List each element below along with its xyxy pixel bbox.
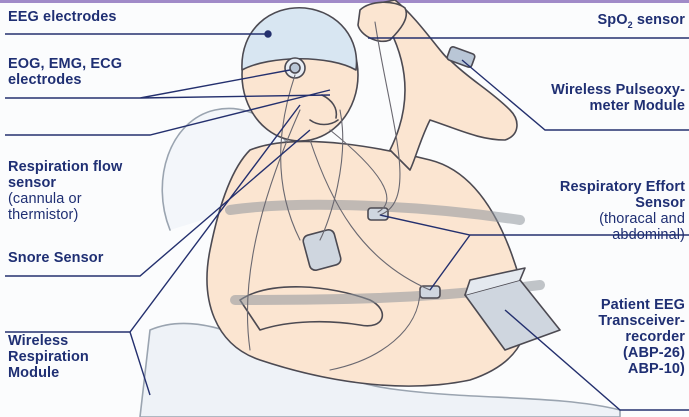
effort-clip <box>368 208 388 220</box>
label-respiration-flow-sub: (cannula or thermistor) <box>8 191 122 223</box>
label-patient-eeg-transceiver: Patient EEG Transceiver- recorder (ABP-2… <box>598 297 685 377</box>
label-respiratory-effort-sub: (thoracal and abdominal) <box>560 211 685 243</box>
label-respiratory-effort-title: Respiratory Effort Sensor <box>560 179 685 211</box>
label-spo2-sensor: SpO2 sensor <box>598 12 686 33</box>
label-wireless-pulseoxy: Wireless Pulseoxy- meter Module <box>551 82 685 114</box>
label-eog-emg-ecg: EOG, EMG, ECG electrodes <box>8 56 122 88</box>
label-wireless-respiration: Wireless Respiration Module <box>8 333 89 381</box>
torso <box>207 141 527 386</box>
label-respiration-flow-title: Respiration flow sensor <box>8 159 122 191</box>
label-respiratory-effort: Respiratory Effort Sensor (thoracal and … <box>560 163 685 259</box>
abdomen-clip <box>420 286 440 298</box>
label-respiration-flow: Respiration flow sensor (cannula or ther… <box>8 143 122 239</box>
label-snore-sensor: Snore Sensor <box>8 250 103 266</box>
label-eeg-electrodes: EEG electrodes <box>8 9 117 25</box>
